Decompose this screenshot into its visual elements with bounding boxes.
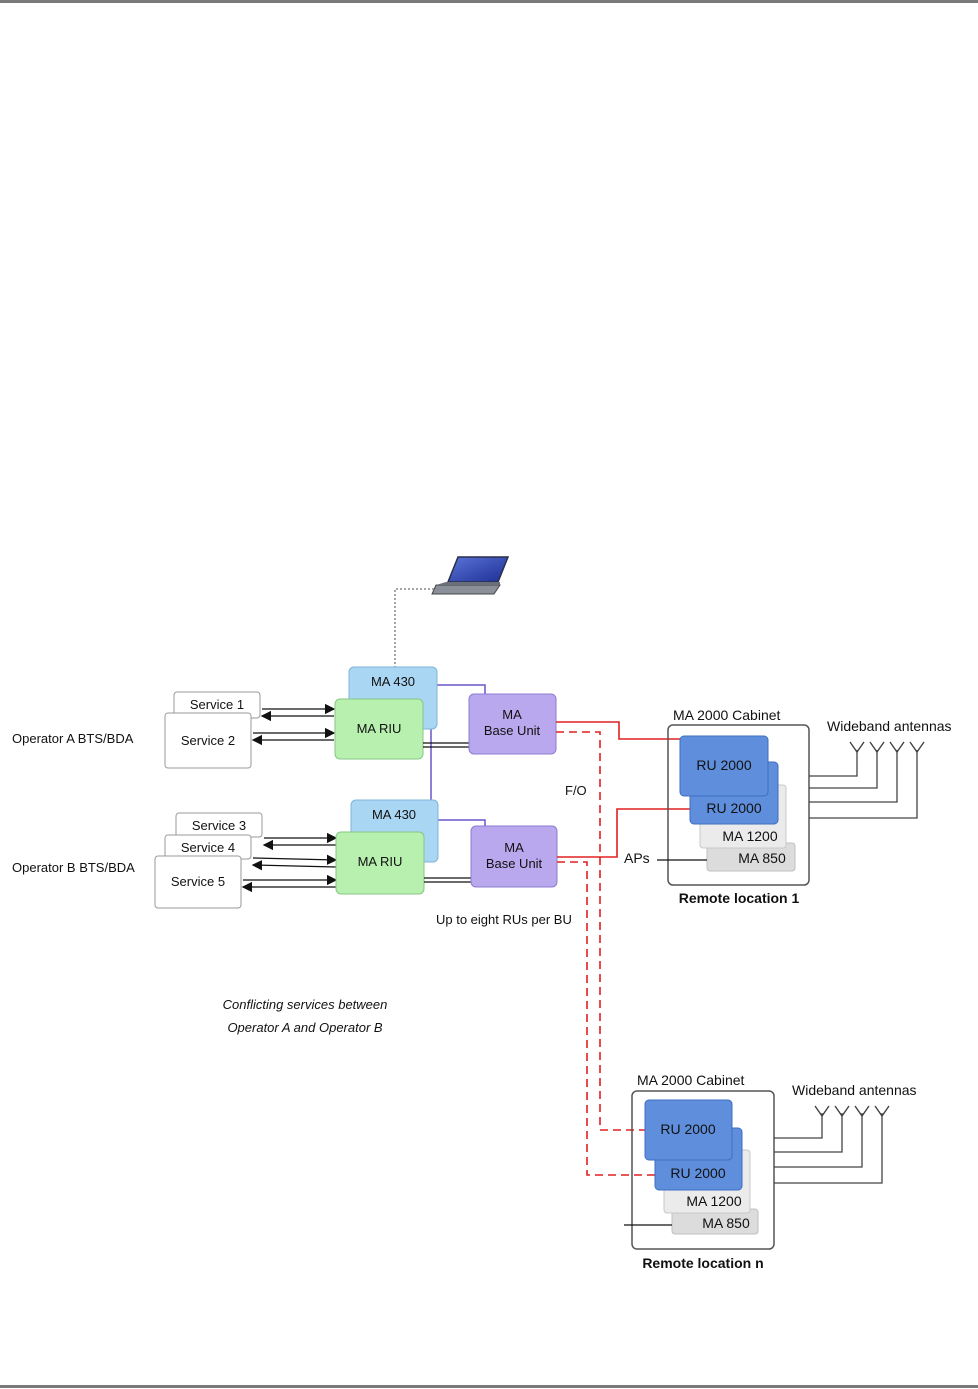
ma-bu-bottom-line2: Base Unit xyxy=(486,856,543,871)
wideband-label-n: Wideband antennas xyxy=(792,1082,917,1098)
antenna-feeds-n xyxy=(774,1113,883,1184)
antenna-icon xyxy=(849,741,865,754)
ma-riu-top-unit: MA RIU xyxy=(334,698,424,760)
service-4-label: Service 4 xyxy=(181,840,235,855)
fo-label: F/O xyxy=(565,783,587,798)
cabinet-n-ma850: MA 850 xyxy=(671,1208,759,1235)
conflicting-line-1: Conflicting services between xyxy=(223,997,388,1012)
riu-bu-link-bottom xyxy=(424,877,471,883)
ma-riu-bottom-label: MA RIU xyxy=(358,854,403,869)
fiber-solid-links xyxy=(556,721,690,858)
service-5-box: Service 5 xyxy=(154,855,242,909)
antenna-icon xyxy=(874,1105,890,1118)
antenna-feeds-1 xyxy=(809,750,918,819)
service-2-label: Service 2 xyxy=(181,733,235,748)
cabinet-1-ma850-label: MA 850 xyxy=(738,850,786,866)
cabinet-n-ru2000-front-label: RU 2000 xyxy=(660,1121,715,1137)
ma-base-unit-bottom: MA Base Unit xyxy=(470,825,558,888)
antenna-icons-n xyxy=(814,1105,890,1118)
antenna-icon xyxy=(889,741,905,754)
management-link xyxy=(394,588,438,668)
operator-b-arrows xyxy=(241,832,338,893)
cabinet-1-ru2000-front: RU 2000 xyxy=(679,735,769,797)
antenna-icon xyxy=(814,1105,830,1118)
cabinet-n-ma850-label: MA 850 xyxy=(702,1215,750,1231)
cabinet-n-ru2000-back-label: RU 2000 xyxy=(670,1165,725,1181)
ma-bu-bottom-line1: MA xyxy=(504,840,524,855)
cabinet-n-ru2000-front: RU 2000 xyxy=(644,1099,733,1161)
antenna-icon xyxy=(869,741,885,754)
cabinet-1-ru2000-back-label: RU 2000 xyxy=(706,800,761,816)
riu-bu-link-top xyxy=(423,742,469,748)
cabinet-1-title: MA 2000 Cabinet xyxy=(673,707,781,723)
ma-bu-top-line1: MA xyxy=(502,707,522,722)
wideband-label-1: Wideband antennas xyxy=(827,718,952,734)
bottom-rule xyxy=(0,1385,978,1388)
ma-bu-top-line2: Base Unit xyxy=(484,723,541,738)
cabinet-1-ma1200-label: MA 1200 xyxy=(722,828,777,844)
ma-riu-bottom-unit: MA RIU xyxy=(335,831,425,895)
cabinet-1-ru2000-front-label: RU 2000 xyxy=(696,757,751,773)
operator-a-arrows xyxy=(251,703,336,746)
fiber-dashed-links xyxy=(556,731,655,1176)
up-to-eight-label: Up to eight RUs per BU xyxy=(436,912,572,927)
cabinet-1-ma850: MA 850 xyxy=(706,842,796,872)
aps-label: APs xyxy=(624,850,650,866)
ma-riu-top-label: MA RIU xyxy=(357,721,402,736)
ma430-top-label: MA 430 xyxy=(371,674,415,689)
laptop-icon xyxy=(431,556,510,595)
cabinet-n-ma1200-label: MA 1200 xyxy=(686,1193,741,1209)
antenna-icons-1 xyxy=(849,741,925,754)
cabinet-n-frame xyxy=(631,1090,775,1250)
antenna-icon xyxy=(834,1105,850,1118)
service-1-box: Service 1 xyxy=(173,691,261,719)
service-2-box: Service 2 xyxy=(164,712,252,769)
top-rule xyxy=(0,0,978,3)
location-n-label: Remote location n xyxy=(642,1255,763,1271)
antenna-icon xyxy=(909,741,925,754)
service-5-label: Service 5 xyxy=(171,874,225,889)
operator-a-label: Operator A BTS/BDA xyxy=(12,731,134,746)
service-4-box: Service 4 xyxy=(164,834,252,860)
service-1-label: Service 1 xyxy=(190,697,244,712)
antenna-icon xyxy=(854,1105,870,1118)
ma-base-unit-top: MA Base Unit xyxy=(468,693,557,755)
cabinet-1-frame xyxy=(667,724,810,886)
operator-b-label: Operator B BTS/BDA xyxy=(12,860,135,875)
location-1-label: Remote location 1 xyxy=(679,890,800,906)
ma430-bottom-label: MA 430 xyxy=(372,807,416,822)
service-3-box: Service 3 xyxy=(175,812,263,838)
service-3-label: Service 3 xyxy=(192,818,246,833)
cabinet-n-title: MA 2000 Cabinet xyxy=(637,1072,745,1088)
conflicting-line-2: Operator A and Operator B xyxy=(227,1020,382,1035)
